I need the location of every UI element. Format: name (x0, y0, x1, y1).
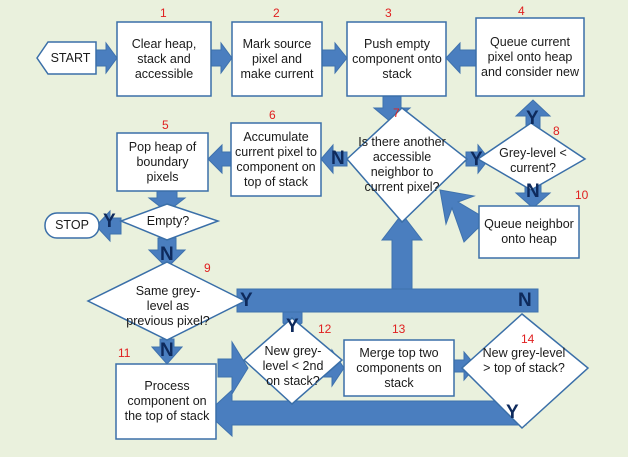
arrow-queue-push (445, 41, 477, 75)
no-label: N (160, 244, 174, 265)
start-label: START (50, 50, 91, 65)
no-label: N (518, 290, 532, 311)
arrow-same-process (150, 338, 184, 365)
arrow-newgreytop-process (206, 388, 527, 438)
step-number: 11 (118, 346, 131, 360)
box-mark (231, 21, 323, 97)
arrow-mark-push (321, 41, 348, 75)
arrow-empty-stop (95, 209, 122, 243)
diamond-same (86, 261, 247, 341)
yes-label: Y (286, 316, 299, 337)
box-queue-neighbor (478, 205, 580, 259)
pop-label: Pop heap of boundary pixels (128, 139, 197, 184)
step-number: 1 (160, 6, 167, 20)
clear-label: Clear heap, stack and accessible (131, 36, 197, 81)
empty-label: Empty? (146, 213, 190, 228)
diamond-accessible (345, 107, 469, 224)
queue-current-label: Queue current pixel onto heap and consid… (481, 34, 579, 79)
arrow-pop-empty (147, 190, 187, 213)
arrow-greylevel-queue (514, 99, 552, 129)
newgrey-2nd-label: New grey-level < 2nd on stack? (262, 344, 324, 388)
arrow-empty-same (147, 237, 187, 269)
push-label: Push empty component onto stack (352, 36, 442, 81)
step-number: 10 (575, 188, 589, 202)
no-label: N (331, 148, 345, 169)
process-label: Process component on the top of stack (124, 379, 210, 423)
arrow-accessible-accumulate (320, 143, 348, 175)
step-number: 14 (521, 332, 535, 346)
start-terminal (36, 41, 97, 75)
box-queue-current (475, 17, 585, 97)
arrow-neighbor-accessible (439, 189, 489, 243)
stop-terminal (44, 212, 100, 239)
stop-label: STOP (55, 218, 89, 232)
accumulate-label: Accumulate current pixel to component on… (235, 129, 317, 189)
greylevel-label: Grey-level < current? (499, 146, 567, 175)
box-merge (343, 339, 455, 397)
same-label: Same grey-level as previous pixel? (126, 284, 210, 328)
yes-label: Y (103, 211, 116, 232)
step-number: 6 (269, 108, 276, 122)
step-number: 12 (318, 322, 332, 336)
step-number: 3 (385, 6, 392, 20)
diamond-empty (118, 203, 221, 241)
accessible-label: Is there another accessible neighbor to … (358, 135, 446, 194)
yes-label: Y (526, 108, 539, 129)
step-number: 7 (393, 106, 400, 120)
newgrey-top-label: New grey-level > top of stack? (482, 346, 566, 375)
box-accumulate (230, 122, 322, 197)
step-number: 2 (273, 6, 280, 20)
box-process (115, 363, 217, 440)
diamond-newgrey-2nd (242, 317, 344, 406)
yes-label: Y (506, 402, 519, 423)
box-clear (116, 21, 212, 97)
mark-label: Mark source pixel and make current (240, 36, 314, 81)
step-number: 5 (162, 118, 169, 132)
diamond-newgrey-top (460, 313, 590, 430)
box-push (346, 21, 447, 97)
no-label: N (526, 181, 540, 202)
yes-label: Y (240, 290, 253, 311)
no-label: N (160, 340, 174, 361)
queue-neighbor-label: Queue neighbor onto heap (484, 217, 574, 246)
arrow-accumulate-pop (207, 143, 232, 175)
diamond-greylevel (476, 122, 587, 191)
arrow-start-clear (95, 41, 118, 75)
arrow-process-newgrey (217, 340, 249, 396)
step-number: 13 (392, 322, 406, 336)
step-number: 4 (518, 4, 525, 18)
arrow-clear-mark (210, 41, 233, 75)
yes-label: Y (470, 149, 483, 170)
step-number: 8 (553, 124, 560, 138)
step-number: 9 (204, 261, 211, 275)
merge-label: Merge top two components on stack (356, 345, 442, 390)
box-pop (116, 132, 209, 192)
arrow-band-accessible (380, 213, 424, 290)
